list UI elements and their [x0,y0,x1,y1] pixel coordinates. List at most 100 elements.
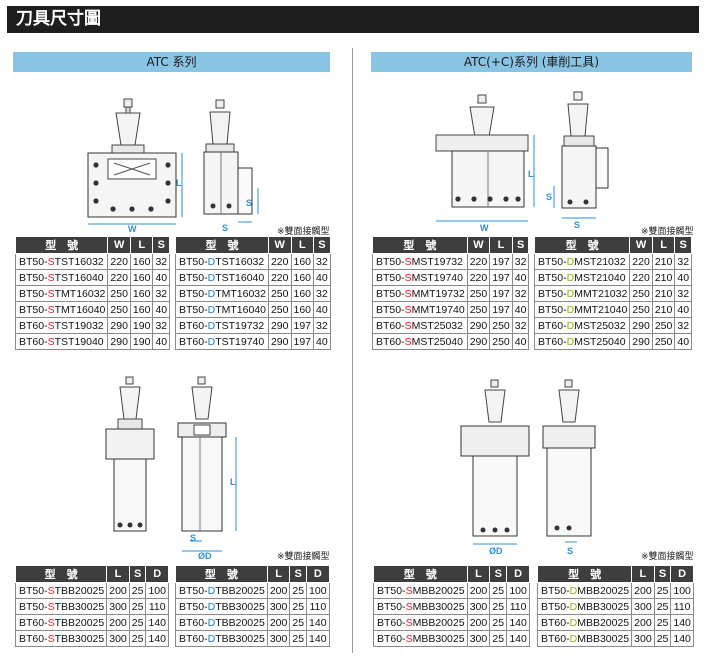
spec-value: 210 [651,269,676,286]
model-number: BT60-STBB30025 [14,630,108,647]
spec-value: 220 [267,269,292,286]
spec-value: 40 [674,269,693,286]
spec-value: 250 [267,301,292,318]
spec-value: 25 [653,598,672,615]
spec-value: 220 [629,253,653,270]
spec-value: 40 [152,301,171,318]
spec-value: 25 [653,630,672,647]
spec-value: 25 [128,614,147,631]
spec-value: 160 [290,301,315,318]
spec-value: 140 [306,630,330,647]
spec-value: 290 [267,333,292,350]
model-number: BT60-DMST25040 [533,333,631,350]
model-number: BT50-DTMT16040 [175,301,269,318]
model-number: BT60-DTBB20025 [175,614,268,631]
spec-value: 250 [489,317,513,334]
spec-value: 40 [511,333,530,350]
spec-value: 250 [629,301,653,318]
spec-value: 160 [129,285,154,302]
spec-value: 190 [129,333,154,350]
spec-value: 160 [129,253,154,270]
model-number: BT50-DTBB30025 [175,598,268,615]
svg-text:S: S [246,198,252,208]
model-number: BT60-DMBB30025 [536,630,633,647]
drawing-atc-c-dm-side: S S [546,91,609,230]
drawing-atc-c-dmbb-side: S [542,379,596,556]
spec-value: 190 [129,317,154,334]
spec-value: 100 [145,582,169,599]
spec-value: 160 [129,301,154,318]
spec-value: 220 [107,253,131,270]
spec-value: 200 [266,582,291,599]
model-number: BT60-DMBB20025 [536,614,633,631]
spec-value: 220 [466,269,491,286]
spec-value: 25 [489,598,508,615]
model-number: BT50-SMMT19732 [372,285,468,302]
model-number: BT50-DMBB30025 [536,598,633,615]
dim-w: W [128,224,137,233]
spec-value: 197 [489,285,513,302]
spec-value: 100 [670,582,694,599]
model-number: BT50-DTST16040 [175,269,269,286]
spec-value: 250 [107,285,131,302]
model-number: BT60-SMST25040 [372,333,468,350]
spec-value: 290 [107,317,131,334]
svg-text:L: L [230,477,236,487]
spec-value: 290 [629,317,653,334]
note-double-contact: ※雙面接觸型 [277,227,330,237]
svg-text:S: S [567,546,573,556]
spec-value: 250 [466,285,491,302]
page-title: 刀具尺寸圖 [7,6,699,33]
spec-value: 200 [466,582,491,599]
column-divider [352,48,353,653]
spec-value: 25 [289,582,308,599]
spec-value: 200 [631,582,655,599]
spec-value: 300 [631,630,655,647]
spec-value: 32 [313,253,331,270]
model-number: BT50-DMMT21040 [533,301,631,318]
spec-value: 40 [511,301,530,318]
spec-value: 290 [107,333,131,350]
spec-value: 40 [511,269,530,286]
model-number: BT50-SMBB20025 [373,582,468,599]
model-number: BT60-SMBB30025 [373,630,468,647]
spec-value: 25 [128,598,147,615]
spec-value: 197 [290,317,315,334]
spec-value: 140 [306,614,330,631]
drawing-atc-st-front: W L [87,98,183,233]
model-number: BT50-SMST19732 [372,253,468,270]
section-title-atc-c: ATC(+C)系列 (車削工具) [371,52,692,72]
spec-value: 200 [106,614,130,631]
spec-value: 140 [145,614,169,631]
spec-value: 25 [289,598,308,615]
model-number: BT60-DTBB30025 [175,630,268,647]
spec-value: 200 [266,614,291,631]
spec-value: 140 [670,630,694,647]
spec-value: 140 [670,614,694,631]
model-number: BT50-STBB30025 [14,598,108,615]
svg-text:L: L [528,169,534,179]
spec-value: 160 [290,285,315,302]
spec-value: 250 [629,285,653,302]
spec-value: 32 [511,253,530,270]
model-number: BT50-DTST16032 [175,253,269,270]
